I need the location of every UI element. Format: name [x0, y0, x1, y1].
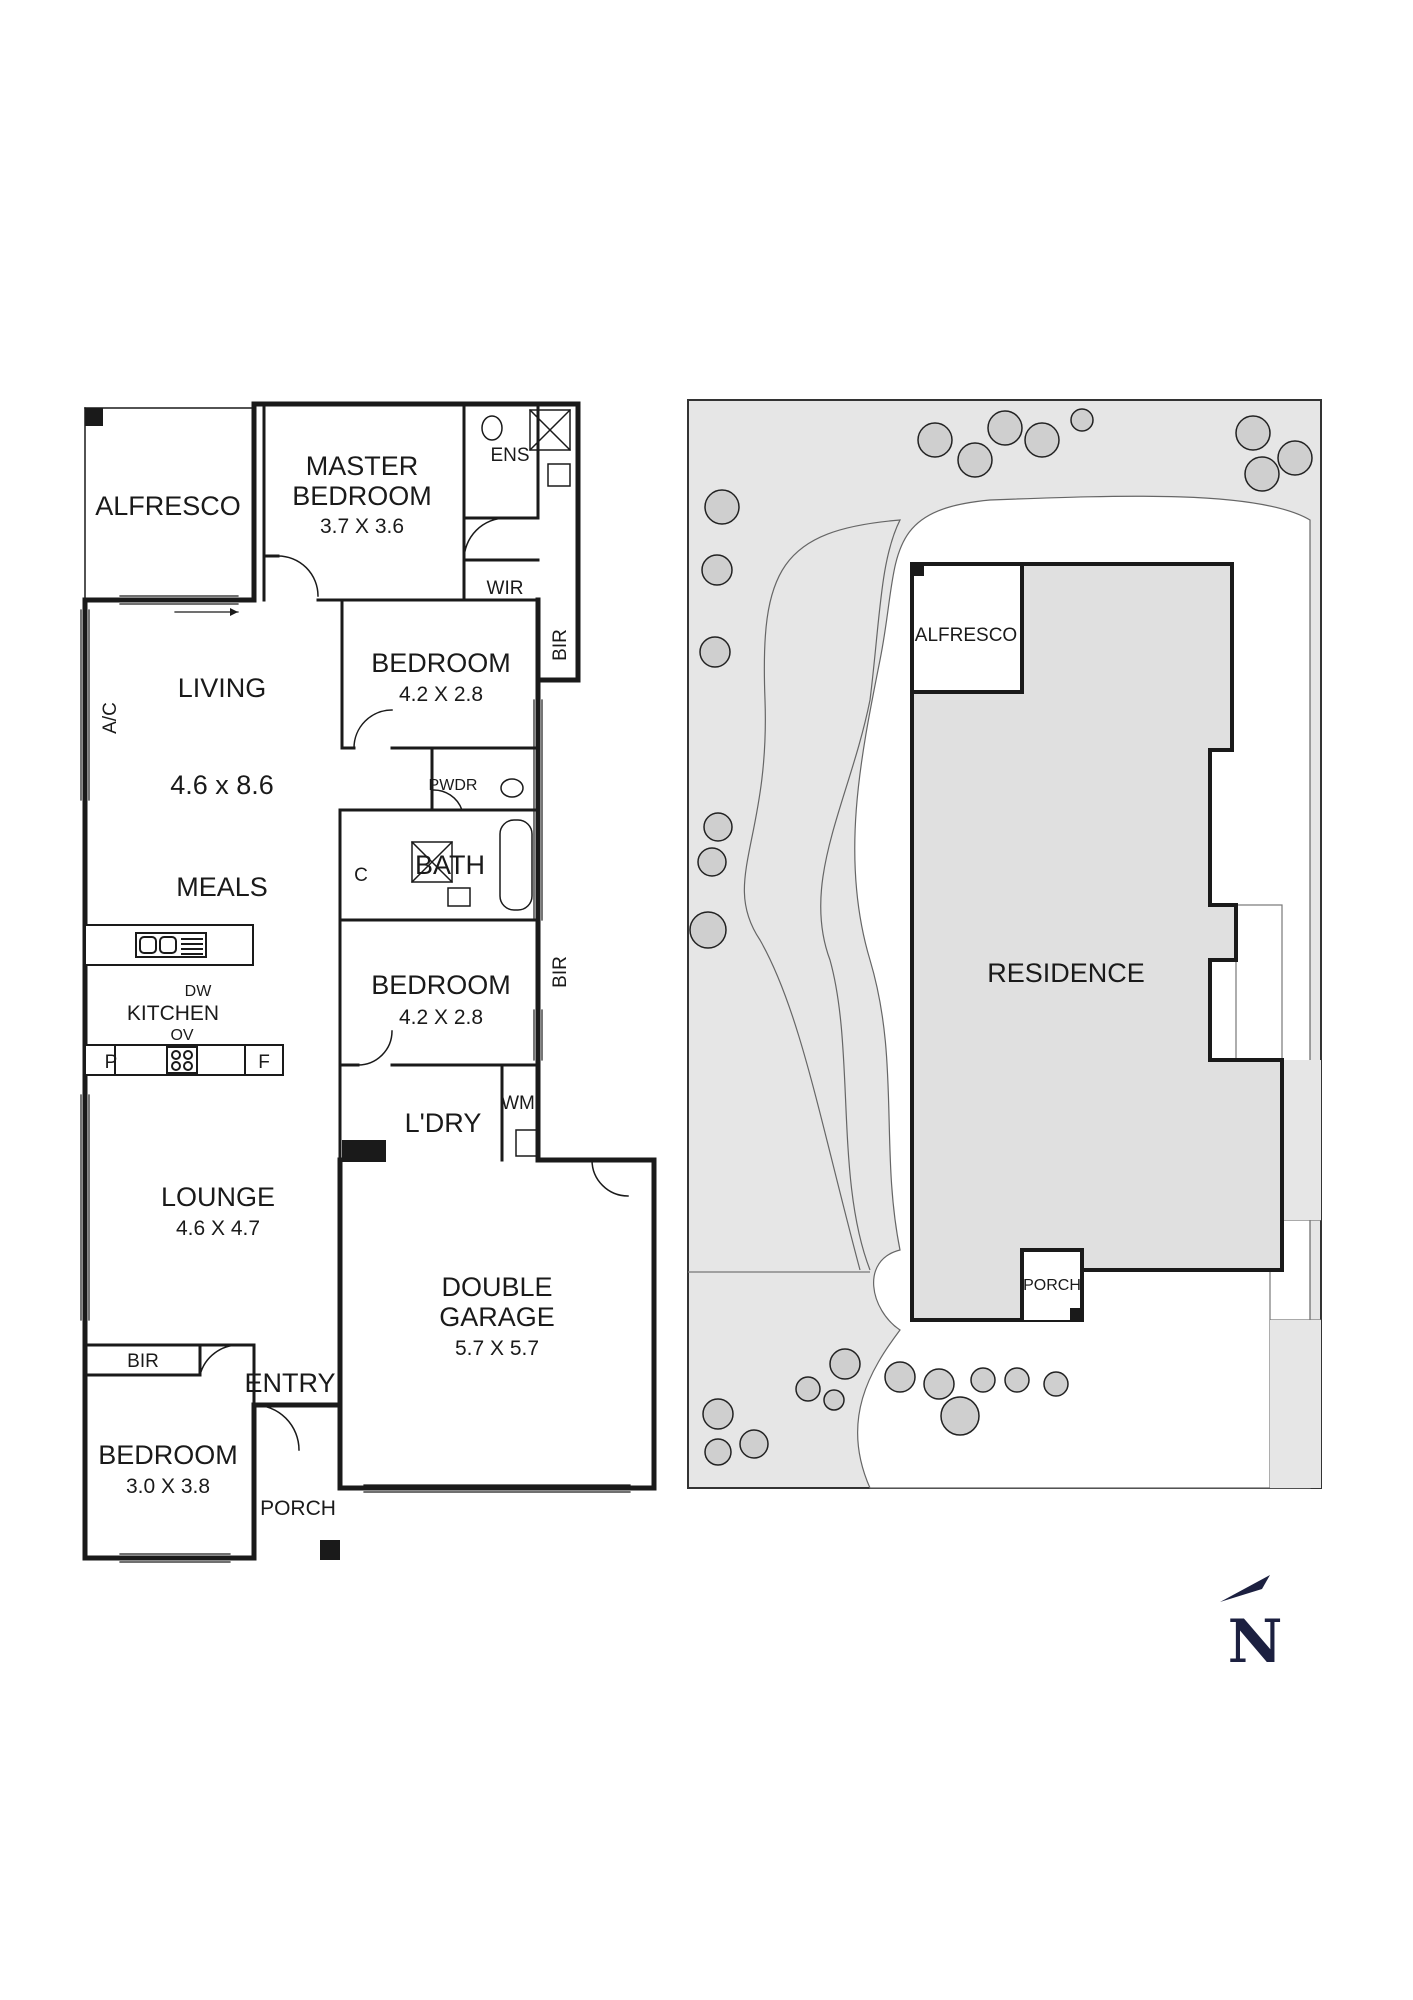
- label-ens: ENS: [490, 445, 529, 466]
- site-alfresco-post: [914, 566, 924, 576]
- tree: [704, 1438, 732, 1466]
- label-bedroom3: BEDROOM: [371, 970, 511, 1000]
- label-garage-size: 5.7 X 5.7: [455, 1337, 539, 1360]
- label-laundry: L'DRY: [405, 1108, 482, 1138]
- interior-walls: [83, 402, 540, 1560]
- label-bir-bottom: BIR: [127, 1351, 159, 1372]
- label-master-2: BEDROOM: [292, 481, 432, 511]
- label-lounge: LOUNGE: [161, 1182, 275, 1212]
- label-bir-top: BIR: [550, 629, 571, 661]
- tree: [917, 422, 953, 458]
- tree: [1235, 415, 1271, 451]
- label-bedroom3-size: 4.2 X 2.8: [399, 1006, 483, 1029]
- label-bedroom4-size: 3.0 X 3.8: [126, 1475, 210, 1498]
- label-kitchen: KITCHEN: [127, 1002, 219, 1025]
- tree: [987, 410, 1023, 446]
- tree: [923, 1368, 955, 1400]
- side-strip: [1282, 1060, 1321, 1220]
- north-letter: N: [1228, 1607, 1283, 1677]
- label-alfresco: ALFRESCO: [95, 491, 241, 521]
- site-label-residence: RESIDENCE: [987, 958, 1145, 988]
- site-label-porch: PORCH: [1023, 1277, 1081, 1294]
- tree: [702, 1398, 734, 1430]
- site-plan: ALFRESCO RESIDENCE PORCH: [687, 399, 1322, 1489]
- tree: [701, 554, 733, 586]
- alfresco-post: [85, 408, 103, 426]
- tree: [704, 489, 740, 525]
- windows: [80, 595, 631, 1563]
- label-bedroom2: BEDROOM: [371, 648, 511, 678]
- tree: [884, 1361, 916, 1393]
- label-entry: ENTRY: [244, 1368, 335, 1398]
- porch-outline: [1020, 1248, 1084, 1320]
- arrowhead: [230, 608, 238, 616]
- label-living: LIVING: [178, 673, 267, 703]
- tree: [697, 847, 727, 877]
- site-porch-post: [1070, 1308, 1082, 1320]
- alfresco-area: [84, 407, 255, 601]
- trees: [689, 408, 1313, 1466]
- kitchen-benches: [84, 924, 284, 1076]
- tree: [703, 812, 733, 842]
- label-living-size: 4.6 x 8.6: [170, 770, 274, 800]
- label-bath: BATH: [415, 850, 485, 880]
- tree: [1043, 1371, 1069, 1397]
- label-garage-2: GARAGE: [439, 1302, 555, 1332]
- alfresco-outline: [912, 564, 1024, 694]
- tree: [823, 1389, 845, 1411]
- label-ac: A/C: [100, 702, 121, 734]
- tree: [795, 1376, 821, 1402]
- alfresco-fill: [914, 566, 1020, 690]
- label-dw: DW: [185, 983, 213, 1000]
- tree: [1004, 1367, 1030, 1393]
- porch-post: [320, 1540, 340, 1560]
- tree: [1277, 440, 1313, 476]
- label-garage-1: DOUBLE: [441, 1272, 552, 1302]
- tree: [829, 1348, 861, 1380]
- label-bir-mid: BIR: [550, 956, 571, 988]
- tree: [1070, 408, 1094, 432]
- north-arrow: N: [1220, 1575, 1282, 1677]
- tree: [689, 911, 727, 949]
- tree: [699, 636, 731, 668]
- side-strip-2: [1270, 1320, 1321, 1488]
- laundry-post: [342, 1140, 386, 1162]
- floor-plan: [80, 401, 657, 1563]
- label-pwdr: PWDR: [429, 777, 478, 794]
- tree: [739, 1429, 769, 1459]
- label-ov: OV: [170, 1027, 193, 1044]
- garden-edge: [743, 519, 902, 1271]
- tree: [1024, 422, 1060, 458]
- label-p: P: [105, 1052, 118, 1073]
- side-annex: [1235, 904, 1283, 1061]
- label-wm: WM: [501, 1093, 535, 1114]
- label-master-1: MASTER: [306, 451, 419, 481]
- tree: [970, 1367, 996, 1393]
- label-bedroom2-size: 4.2 X 2.8: [399, 683, 483, 706]
- tree: [940, 1396, 980, 1436]
- label-lounge-size: 4.6 X 4.7: [176, 1217, 260, 1240]
- north-arrow-icon: [1220, 1575, 1270, 1602]
- tree: [957, 442, 993, 478]
- label-wir: WIR: [487, 578, 524, 599]
- floor-plan-labels: ALFRESCO MASTER BEDROOM 3.7 X 3.6 ENS WI…: [95, 445, 571, 1520]
- label-master-size: 3.7 X 3.6: [320, 515, 404, 538]
- bathroom-fixtures: [410, 408, 572, 1157]
- label-porch: PORCH: [260, 1497, 336, 1520]
- label-meals: MEALS: [176, 872, 268, 902]
- tree: [1244, 456, 1280, 492]
- label-c: C: [354, 865, 368, 886]
- door-swings: [199, 517, 629, 1451]
- label-f: F: [258, 1052, 270, 1073]
- label-bedroom4: BEDROOM: [98, 1440, 238, 1470]
- site-label-alfresco: ALFRESCO: [915, 625, 1017, 646]
